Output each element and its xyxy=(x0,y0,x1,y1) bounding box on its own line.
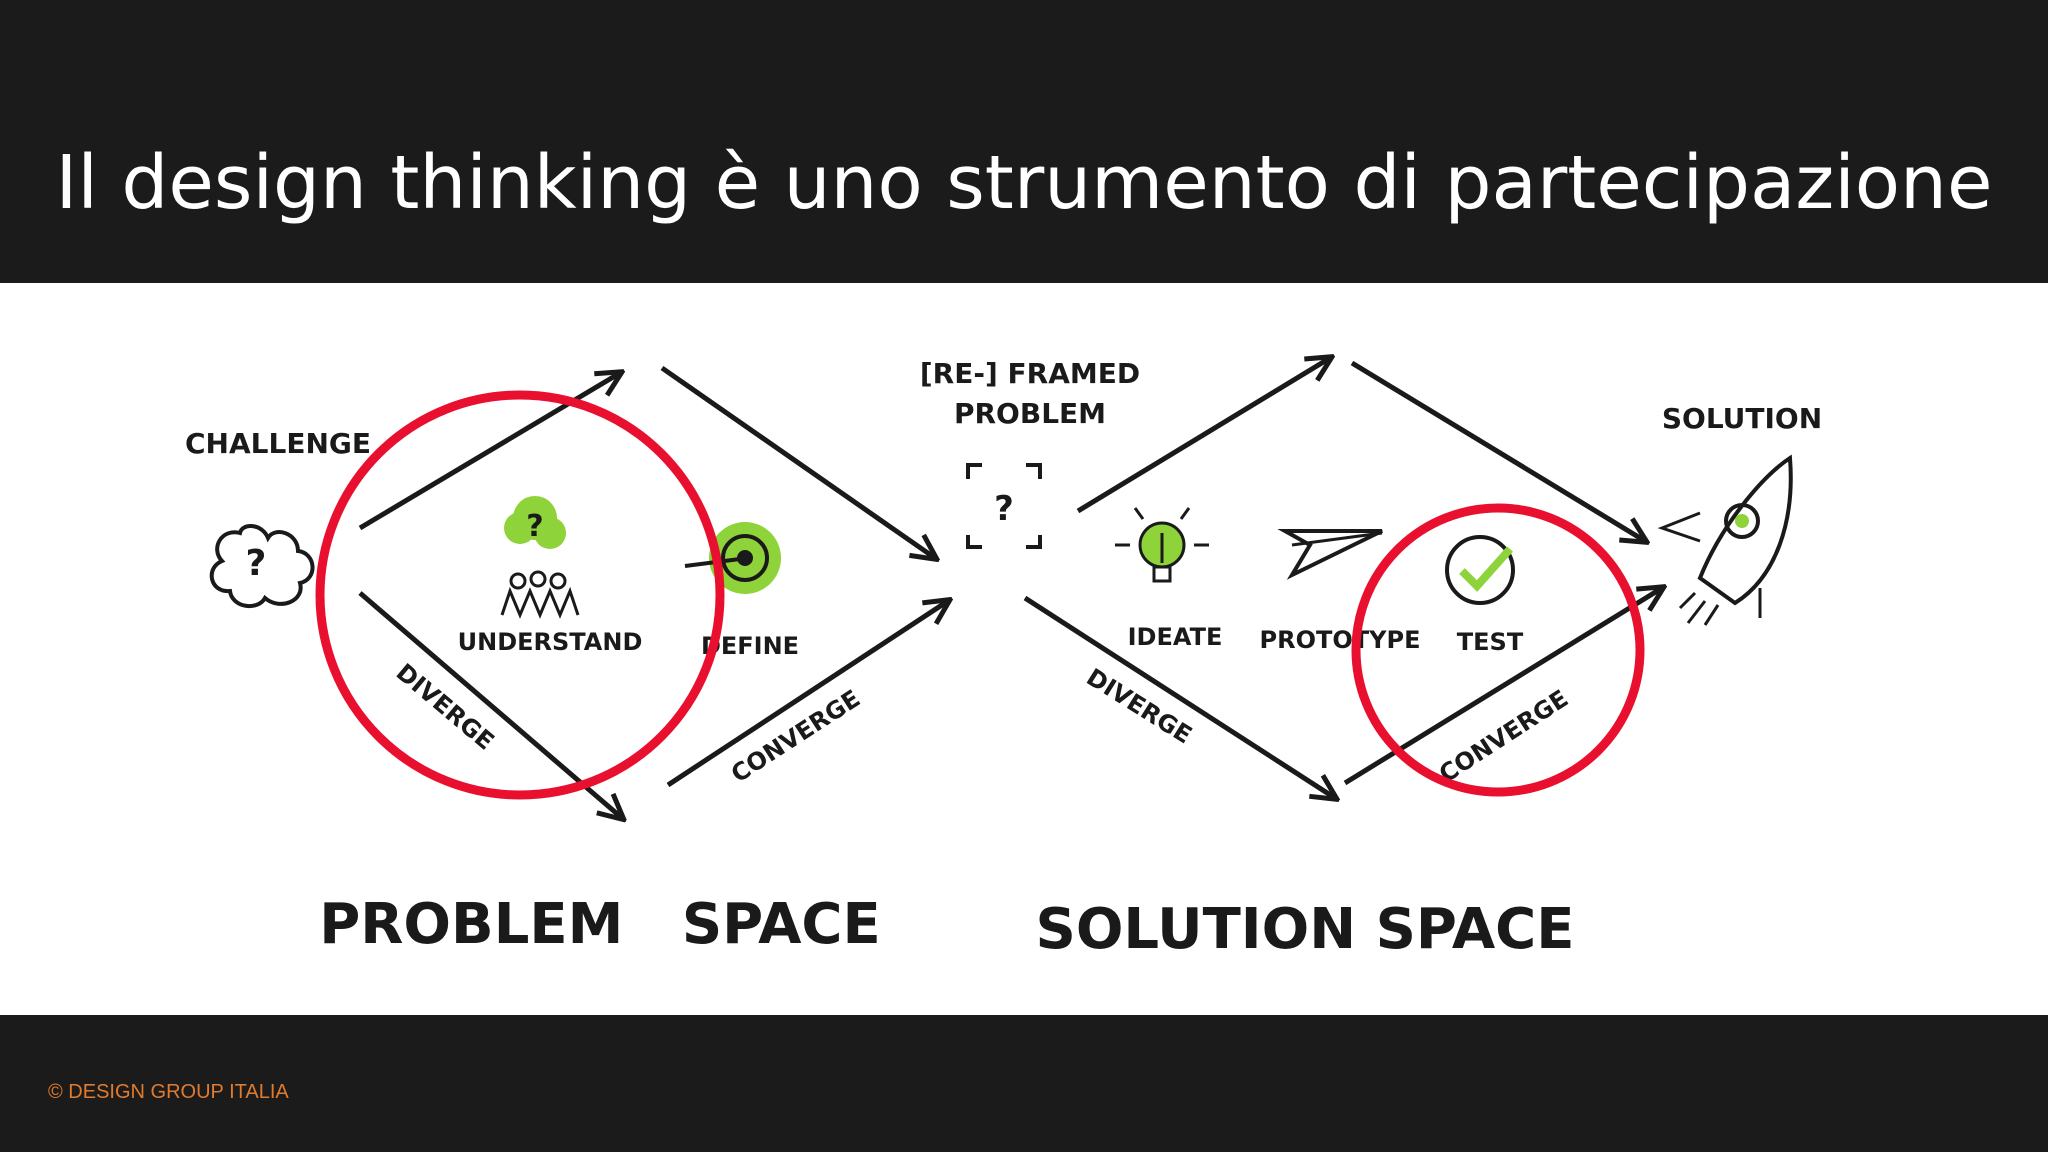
ideate-label: IDEATE xyxy=(1128,623,1223,651)
converge-up-arrow-1 xyxy=(666,601,948,788)
understand-question-mark: ? xyxy=(526,509,543,544)
challenge-question-mark: ? xyxy=(246,543,267,584)
reframed-bracket-icon: ? xyxy=(966,463,1042,549)
diverge-label-1: DIVERGE xyxy=(391,658,500,756)
double-diamond-diagram: ? CHALLENGE ? UNDERSTAND DEFINE DIVER xyxy=(185,283,1822,962)
prototype-paper-plane-icon xyxy=(1277,529,1383,580)
understand-label: UNDERSTAND xyxy=(458,628,643,656)
diverge-up-arrow-2 xyxy=(1076,358,1330,514)
diagram-canvas: ? CHALLENGE ? UNDERSTAND DEFINE DIVER xyxy=(0,283,2048,1015)
diverge-down-arrow-1 xyxy=(358,591,622,818)
solution-label: SOLUTION xyxy=(1662,402,1822,435)
converge-down-arrow-2 xyxy=(1350,360,1645,541)
problem-space-label: PROBLEM SPACE xyxy=(319,892,881,957)
reframed-label-line1: [RE-] FRAMED xyxy=(920,357,1140,390)
diverge-label-2: DIVERGE xyxy=(1082,663,1197,749)
reframed-label-line2: PROBLEM xyxy=(954,397,1106,430)
highlight-circle-solution xyxy=(1351,503,1645,797)
test-checkmark-icon xyxy=(1445,535,1515,605)
reframed-question-mark: ? xyxy=(994,489,1014,529)
challenge-label: CHALLENGE xyxy=(185,427,371,460)
diverge-down-arrow-2 xyxy=(1023,595,1335,798)
test-label: TEST xyxy=(1457,628,1524,656)
solution-space-label: SOLUTION SPACE xyxy=(1035,897,1574,962)
slide-title: Il design thinking è uno strumento di pa… xyxy=(55,140,1993,226)
solution-rocket-icon xyxy=(1657,454,1793,626)
converge-down-arrow-1 xyxy=(660,365,935,558)
understand-icon: ? xyxy=(500,496,580,619)
define-target-icon xyxy=(684,522,781,594)
copyright-text: © DESIGN GROUP ITALIA xyxy=(48,1081,289,1103)
footer-bar xyxy=(0,1015,2048,1152)
challenge-cloud-icon: ? xyxy=(209,524,315,608)
title-bar xyxy=(0,0,2048,283)
converge-label-2: CONVERGE xyxy=(1434,684,1573,788)
prototype-label: PROTOTYPE xyxy=(1260,626,1421,654)
highlight-circle-problem xyxy=(315,390,725,800)
converge-up-arrow-2 xyxy=(1343,588,1662,786)
ideate-lightbulb-icon xyxy=(1115,507,1209,583)
